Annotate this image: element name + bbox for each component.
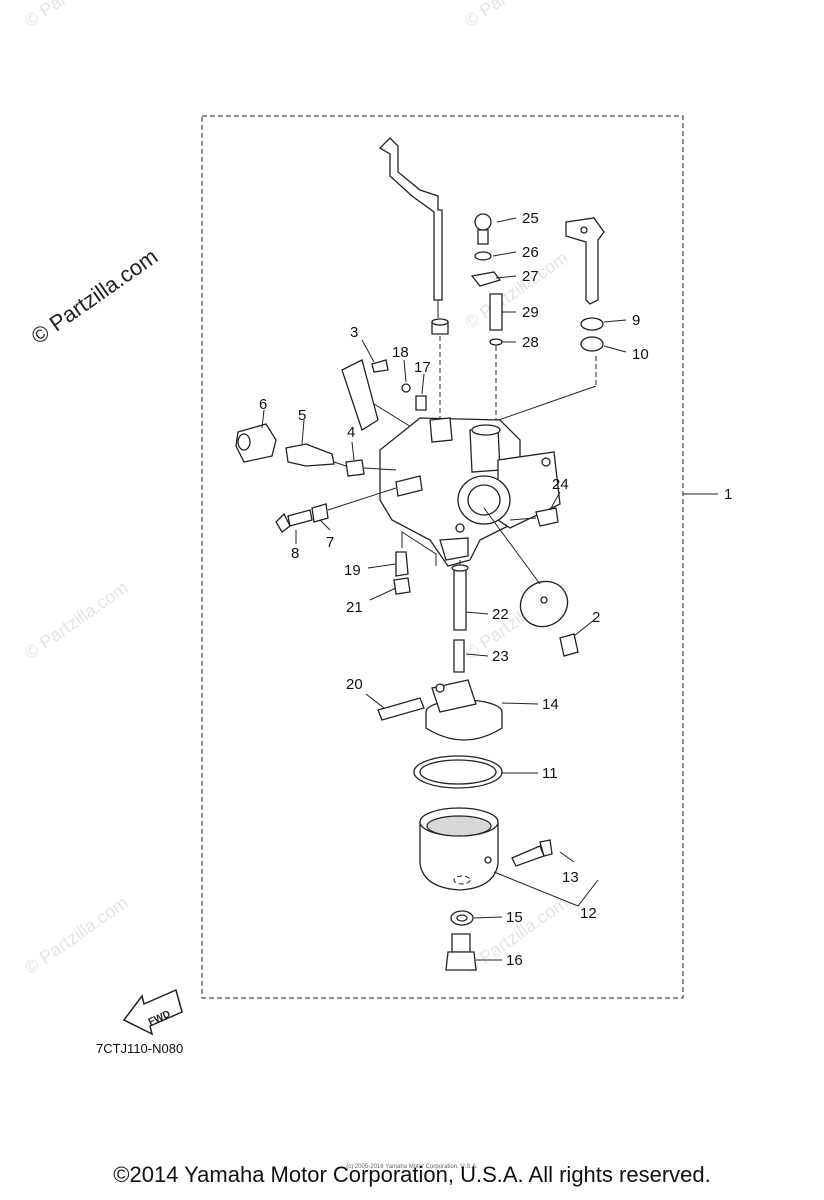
washer-15-hole	[456, 914, 468, 922]
callout-number: 21	[346, 599, 363, 616]
callout-number: 12	[580, 905, 597, 922]
callout-number: 17	[414, 359, 431, 376]
cap-6	[235, 423, 277, 463]
callout-number: 3	[350, 324, 358, 341]
callout-number: 10	[632, 346, 649, 363]
emulsion-tube-22	[453, 567, 467, 631]
callout-number: 25	[522, 210, 539, 227]
choke-shaft-hole	[580, 226, 588, 234]
leader-line	[483, 507, 541, 585]
grommet-top	[431, 318, 449, 326]
callout-number: 16	[506, 952, 523, 969]
emulsion-tube-top	[451, 564, 469, 572]
callout-number: 1	[724, 486, 732, 503]
leader-line	[333, 461, 347, 467]
bushing-10	[580, 336, 604, 352]
assembly-boundary	[201, 115, 684, 999]
plate-2	[519, 580, 569, 628]
watermark-text: © Partzilla.com	[21, 892, 132, 978]
screw-13-head	[539, 839, 553, 857]
watermark-main: © Partzilla.com	[27, 244, 163, 350]
screw-24	[535, 507, 559, 527]
callout-number: 6	[259, 396, 267, 413]
spring-7	[311, 503, 329, 523]
screw-13	[511, 845, 545, 867]
needle-5	[285, 443, 335, 467]
callout-number: 19	[344, 562, 361, 579]
fine-print: (c) 2005-2016 Yamaha Motor Corporation, …	[346, 1164, 478, 1170]
float-14-body	[425, 712, 503, 741]
figure-code: 7CTJ110-N080	[96, 1041, 184, 1056]
ball-18	[401, 383, 411, 393]
o-ring-28	[489, 338, 503, 346]
pin-20	[377, 697, 425, 721]
leader-line	[401, 531, 437, 566]
fwd-arrow-icon: FWD	[122, 988, 183, 1036]
bushing-9	[580, 317, 604, 331]
callout-number: 20	[346, 676, 363, 693]
bolt-16-head	[445, 951, 477, 971]
gasket-11-inner	[419, 759, 497, 785]
callout-number: 22	[492, 606, 509, 623]
callout-number: 9	[632, 312, 640, 329]
cap-6-face	[237, 433, 251, 451]
callout-number: 28	[522, 334, 539, 351]
spring-4	[345, 459, 365, 477]
choke-plate-3	[341, 359, 379, 431]
callout-number: 13	[562, 869, 579, 886]
callout-number: 5	[298, 407, 306, 424]
watermark-text: © Partzilla.com	[21, 577, 132, 663]
watermark-text: © Partzilla.com	[461, 247, 572, 333]
screw-25-shank	[477, 229, 489, 245]
plate-27	[470, 271, 502, 287]
callout-number: 24	[552, 476, 569, 493]
screw-2	[559, 633, 579, 657]
choke-shaft	[565, 217, 605, 305]
callout-leaders	[261, 217, 718, 961]
callout-number: 11	[542, 765, 558, 782]
jet-23	[453, 639, 465, 673]
callout-number: 29	[522, 304, 539, 321]
float-bowl-12	[419, 807, 499, 891]
callout-number: 18	[392, 344, 409, 361]
callout-number: 14	[542, 696, 559, 713]
throttle-rod	[378, 137, 443, 301]
copyright-footer: ©2014 Yamaha Motor Corporation, U.S.A. A…	[113, 1162, 711, 1187]
callout-number: 15	[506, 909, 523, 926]
callout-number: 4	[347, 424, 355, 441]
callout-number: 26	[522, 244, 539, 261]
callout-number: 27	[522, 268, 539, 285]
washer-26	[474, 251, 492, 261]
watermark-text: © Partzilla.com	[21, 0, 132, 31]
callout-labels: 1 2 3 4 5 6 7 8 9 10 11 12 13 14 15 16 1…	[259, 210, 732, 969]
leader-line	[327, 487, 397, 511]
leader-line	[373, 403, 417, 431]
bolt-16-shank	[451, 933, 471, 953]
watermark-text: © Partzilla.com	[461, 0, 572, 31]
callout-number: 7	[326, 534, 334, 551]
carburetor-body	[379, 417, 561, 567]
spring-17	[415, 395, 427, 411]
callout-number: 23	[492, 648, 509, 665]
screw-8	[287, 509, 313, 527]
pilot-screw-29	[489, 293, 503, 331]
screw-3	[371, 359, 389, 373]
leader-line	[509, 517, 537, 521]
clip-21	[393, 577, 411, 595]
float-14-pivot	[435, 683, 445, 693]
screw-25	[474, 213, 492, 231]
callout-number: 8	[291, 545, 299, 562]
callout-number: 2	[592, 609, 600, 626]
leader-line	[363, 467, 397, 471]
plate-2-hole	[540, 596, 548, 604]
jet-19	[395, 551, 409, 577]
